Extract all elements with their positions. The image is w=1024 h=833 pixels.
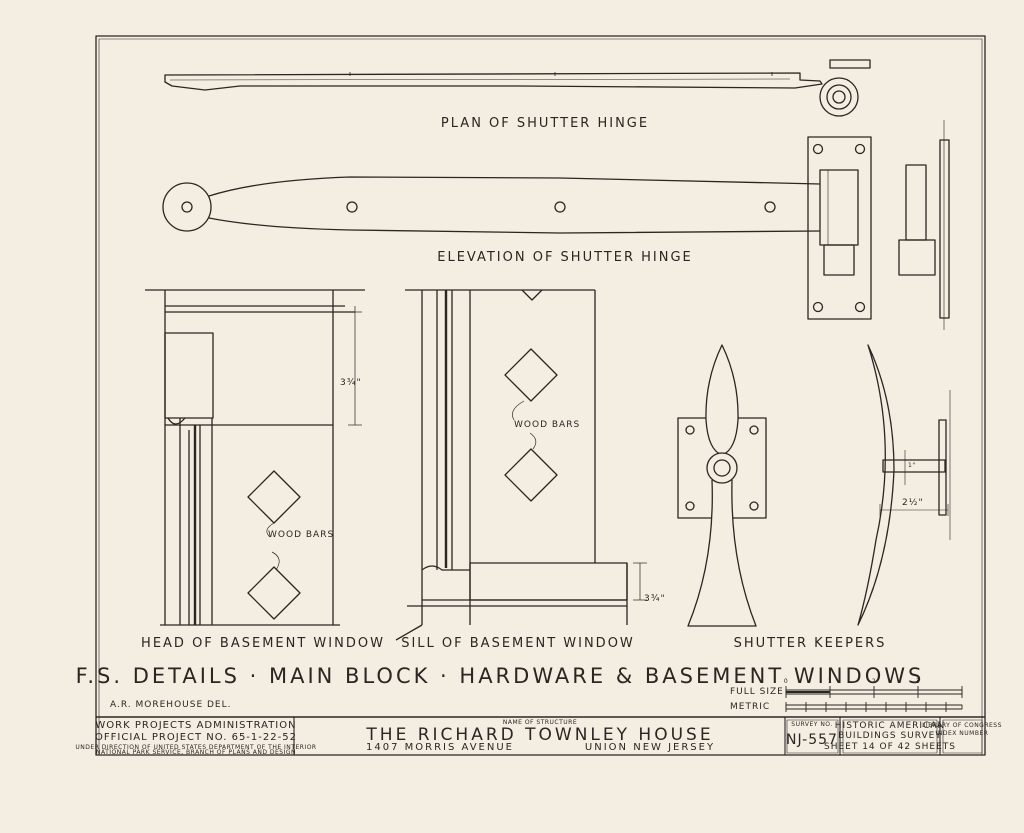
agency-line-3: UNDER DIRECTION OF UNITED STATES DEPARTM… xyxy=(75,744,317,751)
scale-tick-3: 3 xyxy=(915,678,921,685)
hinge-elevation xyxy=(162,120,950,330)
survey-number: NJ-557 xyxy=(786,732,838,748)
survey-no-label: SURVEY NO. xyxy=(791,721,833,728)
habs-line-2: BUILDINGS SURVEY xyxy=(838,731,942,741)
scale-full-size-label: FULL SIZE xyxy=(730,687,784,697)
title-block-frames xyxy=(293,717,983,755)
keeper-dimension: 2½" xyxy=(902,498,924,508)
shutter-keeper-side xyxy=(857,344,951,626)
scale-tick-0: 0 xyxy=(783,678,789,685)
wood-bars-label-head: WOOD BARS xyxy=(268,530,335,540)
structure-name: THE RICHARD TOWNLEY HOUSE xyxy=(366,725,714,745)
agency-line-1: WORK PROJECTS ADMINISTRATION xyxy=(95,720,297,731)
wood-bars-label-sill: WOOD BARS xyxy=(514,420,581,430)
library-line-2: INDEX NUMBER xyxy=(935,730,989,737)
agency-line-4: NATIONAL PARK SERVICE, BRANCH OF PLANS A… xyxy=(95,749,297,756)
library-line-1: LIBRARY OF CONGRESS xyxy=(922,722,1002,729)
structure-address: 1407 MORRIS AVENUE xyxy=(366,742,514,753)
plan-of-shutter-hinge-title: PLAN OF SHUTTER HINGE xyxy=(440,116,650,131)
name-of-structure-label: NAME OF STRUCTURE xyxy=(502,719,578,726)
scale-bars xyxy=(785,686,963,712)
scale-tick-2: 2 xyxy=(871,678,877,685)
scale-metric-label: METRIC xyxy=(730,702,771,712)
sheet-number: SHEET 14 OF 42 SHEETS xyxy=(823,742,957,752)
sill-dimension: 3¾" xyxy=(644,594,666,604)
scale-tick-1: 1 xyxy=(827,678,833,685)
head-of-basement-window xyxy=(145,289,365,626)
keeper-small-dimension: 1" xyxy=(908,462,916,469)
hinge-plan xyxy=(164,59,871,117)
delineator: A.R. MOREHOUSE DEL. xyxy=(110,700,232,710)
inner-border xyxy=(98,38,983,756)
habs-line-1: HISTORIC AMERICAN xyxy=(834,721,946,731)
sheet-main-title: F.S. DETAILS · MAIN BLOCK · HARDWARE & B… xyxy=(75,664,925,688)
sill-of-basement-window-title: SILL OF BASEMENT WINDOW xyxy=(401,636,635,651)
shutter-keepers-title: SHUTTER KEEPERS xyxy=(733,636,887,651)
head-of-basement-window-title: HEAD OF BASEMENT WINDOW xyxy=(141,636,385,651)
shutter-keeper-front xyxy=(677,344,767,627)
structure-city: UNION NEW JERSEY xyxy=(584,742,716,753)
agency-line-2: OFFICIAL PROJECT NO. 65-1-22-52 xyxy=(95,732,297,743)
elevation-of-shutter-hinge-title: ELEVATION OF SHUTTER HINGE xyxy=(437,250,693,265)
head-dimension: 3¾" xyxy=(340,378,362,388)
sill-of-basement-window xyxy=(395,289,647,641)
